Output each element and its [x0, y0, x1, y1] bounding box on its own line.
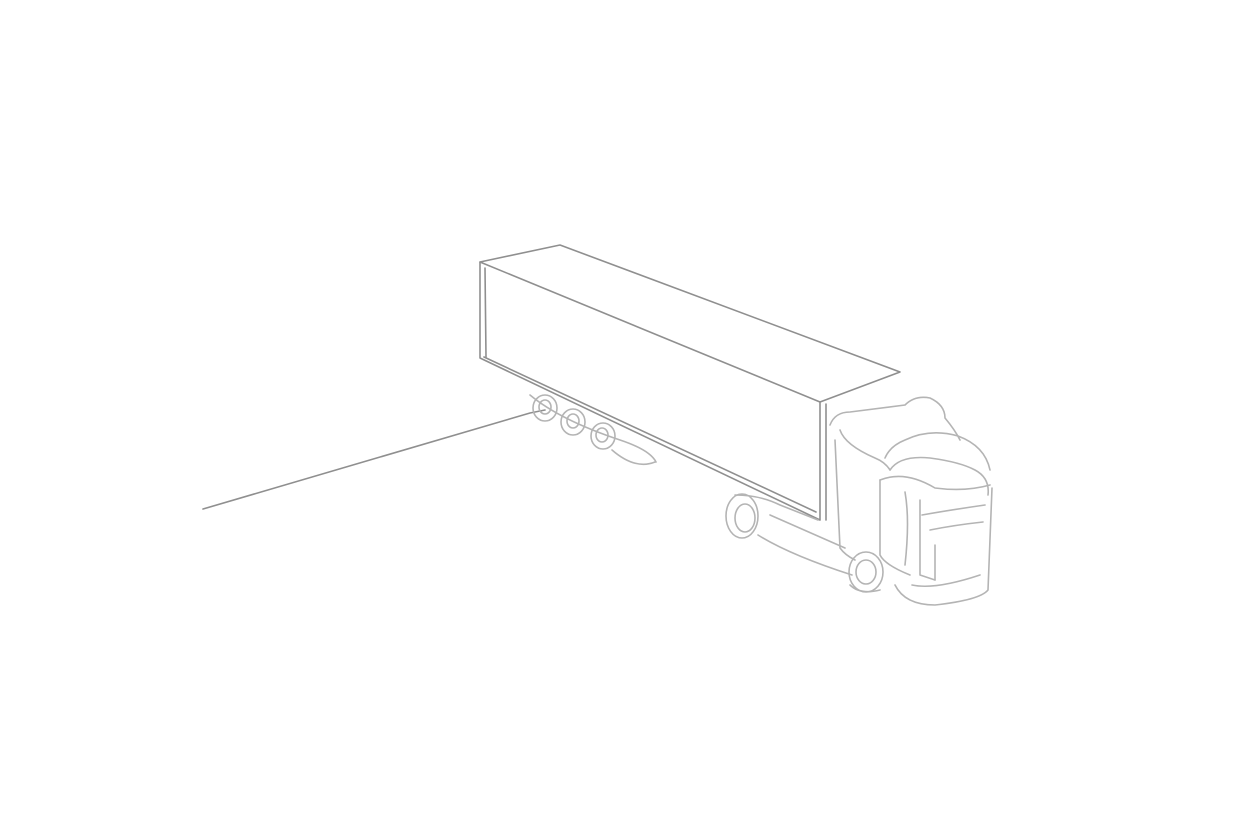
truck-cab — [829, 396, 993, 606]
lead-line — [202, 409, 546, 510]
trailer-wheels — [529, 394, 657, 466]
truck-chassis — [725, 493, 884, 593]
trailer-body — [479, 244, 901, 521]
